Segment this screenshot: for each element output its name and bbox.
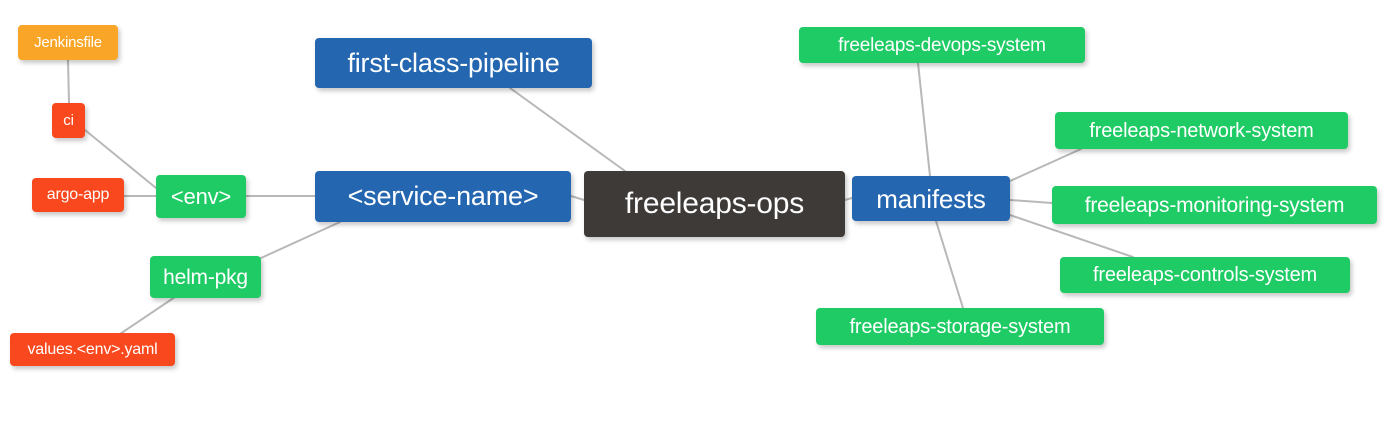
node-label: freeleaps-monitoring-system <box>1084 193 1345 217</box>
node-helm-pkg[interactable]: helm-pkg <box>150 256 261 298</box>
edge-jenkinsfile-to-ci <box>67 59 70 104</box>
edge-first-class-pipeline-to-freeleaps-ops <box>509 87 626 172</box>
node-manifests[interactable]: manifests <box>852 176 1010 221</box>
edge-manifests-to-freeleaps-network-system <box>1009 148 1082 182</box>
edge-service-name-to-helm-pkg <box>260 221 341 259</box>
node-label: argo-app <box>46 186 110 203</box>
node-label: freeleaps-storage-system <box>849 315 1071 338</box>
edge-manifests-to-freeleaps-devops-system <box>917 62 931 177</box>
edge-service-name-to-freeleaps-ops <box>570 195 585 201</box>
node-label: values.<env>.yaml <box>27 340 158 358</box>
node-label: helm-pkg <box>163 265 248 289</box>
node-first-class-pipeline[interactable]: first-class-pipeline <box>315 38 592 88</box>
node-label: freeleaps-ops <box>624 187 805 220</box>
node-env[interactable]: <env> <box>156 175 246 218</box>
node-freeleaps-devops-system[interactable]: freeleaps-devops-system <box>799 27 1085 63</box>
edge-manifests-to-freeleaps-storage-system <box>935 220 964 309</box>
node-freeleaps-ops[interactable]: freeleaps-ops <box>584 171 845 237</box>
edge-manifests-to-freeleaps-monitoring-system <box>1009 199 1053 204</box>
node-values-env-yaml[interactable]: values.<env>.yaml <box>10 333 175 366</box>
node-freeleaps-controls-system[interactable]: freeleaps-controls-system <box>1060 257 1350 293</box>
node-label: first-class-pipeline <box>347 47 560 78</box>
node-label: <service-name> <box>347 181 539 211</box>
node-freeleaps-network-system[interactable]: freeleaps-network-system <box>1055 112 1348 149</box>
node-label: Jenkinsfile <box>34 34 102 51</box>
node-label: freeleaps-controls-system <box>1093 264 1317 286</box>
node-label: <env> <box>170 183 232 209</box>
node-ci[interactable]: ci <box>52 103 85 138</box>
node-service-name[interactable]: <service-name> <box>315 171 571 222</box>
node-label: freeleaps-network-system <box>1089 119 1314 142</box>
node-freeleaps-monitoring-system[interactable]: freeleaps-monitoring-system <box>1052 186 1377 224</box>
node-freeleaps-storage-system[interactable]: freeleaps-storage-system <box>816 308 1104 345</box>
edge-helm-pkg-to-values-env-yaml <box>119 296 176 335</box>
node-label: freeleaps-devops-system <box>838 34 1046 56</box>
node-label: manifests <box>876 183 986 214</box>
edge-freeleaps-ops-to-manifests <box>844 197 853 201</box>
node-argo-app[interactable]: argo-app <box>32 178 124 212</box>
node-label: ci <box>63 112 74 129</box>
node-jenkinsfile[interactable]: Jenkinsfile <box>18 25 118 60</box>
